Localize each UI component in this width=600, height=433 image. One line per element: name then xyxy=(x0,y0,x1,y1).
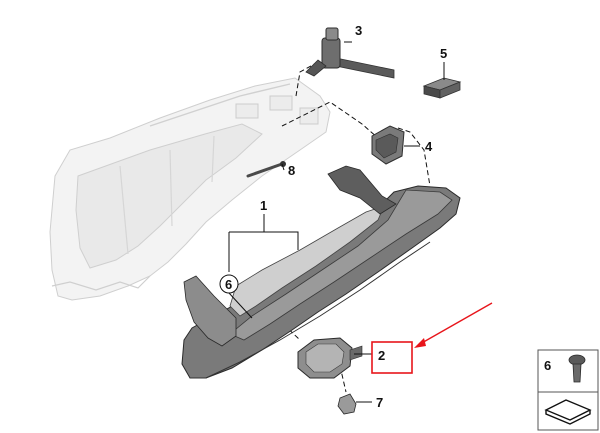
latch-cap xyxy=(325,27,339,41)
legend-frame xyxy=(537,349,599,431)
lid-side-wall xyxy=(327,165,397,215)
damper-rod-shaft xyxy=(246,162,284,178)
housing-top-edge xyxy=(149,83,291,127)
housing-bracket-a xyxy=(235,103,259,119)
callout-leaders xyxy=(228,41,445,403)
screw-head xyxy=(568,354,586,366)
lid-left-flap xyxy=(183,275,237,347)
lid-bottom-edge xyxy=(190,241,431,379)
callout-7: 7 xyxy=(376,395,383,410)
lid-inner-tray xyxy=(229,205,385,317)
part-1-glove-box-lid xyxy=(181,165,461,379)
lid-top-surface xyxy=(229,189,453,341)
leader-8 xyxy=(281,163,285,171)
clip-body xyxy=(337,393,357,415)
housing-rib-2 xyxy=(169,149,173,227)
latch-arm xyxy=(305,59,327,77)
leader-6-inline xyxy=(228,292,253,319)
callout-8: 8 xyxy=(288,163,295,178)
highlight-arrow-head xyxy=(414,338,426,348)
dashed-line-4-to-box xyxy=(397,127,431,187)
highlight-annotation xyxy=(371,302,493,374)
part-5-bumper xyxy=(422,77,462,99)
callout-5: 5 xyxy=(440,46,447,61)
housing-bracket-c xyxy=(299,107,319,125)
inline-callout-circle xyxy=(219,274,239,294)
part-2-lock-mechanism xyxy=(297,337,363,379)
part-8-damper-rod xyxy=(246,161,286,178)
parts-legend: 6 xyxy=(537,349,599,431)
screw-icon xyxy=(568,354,586,383)
dashed-line-3-to-housing xyxy=(295,61,319,97)
highlight-box xyxy=(371,341,413,374)
callout-2: 2 xyxy=(378,348,385,363)
hinge-face xyxy=(375,133,399,159)
part-3-latch-assembly xyxy=(305,27,395,79)
part-7-clip xyxy=(337,393,357,415)
part-4-hinge-bracket xyxy=(371,125,405,165)
inline-callout-6: 6 xyxy=(219,274,239,294)
housing-flange xyxy=(51,275,151,291)
housing-inner-cavity xyxy=(75,123,263,269)
dashboard-housing xyxy=(49,77,331,301)
bumper-side xyxy=(439,81,461,99)
latch-rod xyxy=(335,57,395,79)
screw-shaft xyxy=(572,363,582,383)
latch-body xyxy=(321,37,341,69)
housing-bracket-b xyxy=(269,95,293,111)
callout-4: 4 xyxy=(425,139,433,154)
dashed-line-housing-to-4 xyxy=(281,101,379,139)
housing-rib-3 xyxy=(211,135,215,183)
callout-1: 1 xyxy=(260,198,267,213)
damper-rod-end xyxy=(280,161,286,167)
callout-3: 3 xyxy=(355,23,362,38)
housing-rib-1 xyxy=(119,165,129,255)
leader-1-bracket xyxy=(228,231,299,272)
lock-tab xyxy=(349,345,363,361)
highlight-arrow-line xyxy=(419,302,493,345)
inline-callout-6-label: 6 xyxy=(225,277,232,292)
kit-icon xyxy=(544,399,592,425)
legend-item-label: 6 xyxy=(544,358,551,373)
lock-face xyxy=(305,343,345,373)
